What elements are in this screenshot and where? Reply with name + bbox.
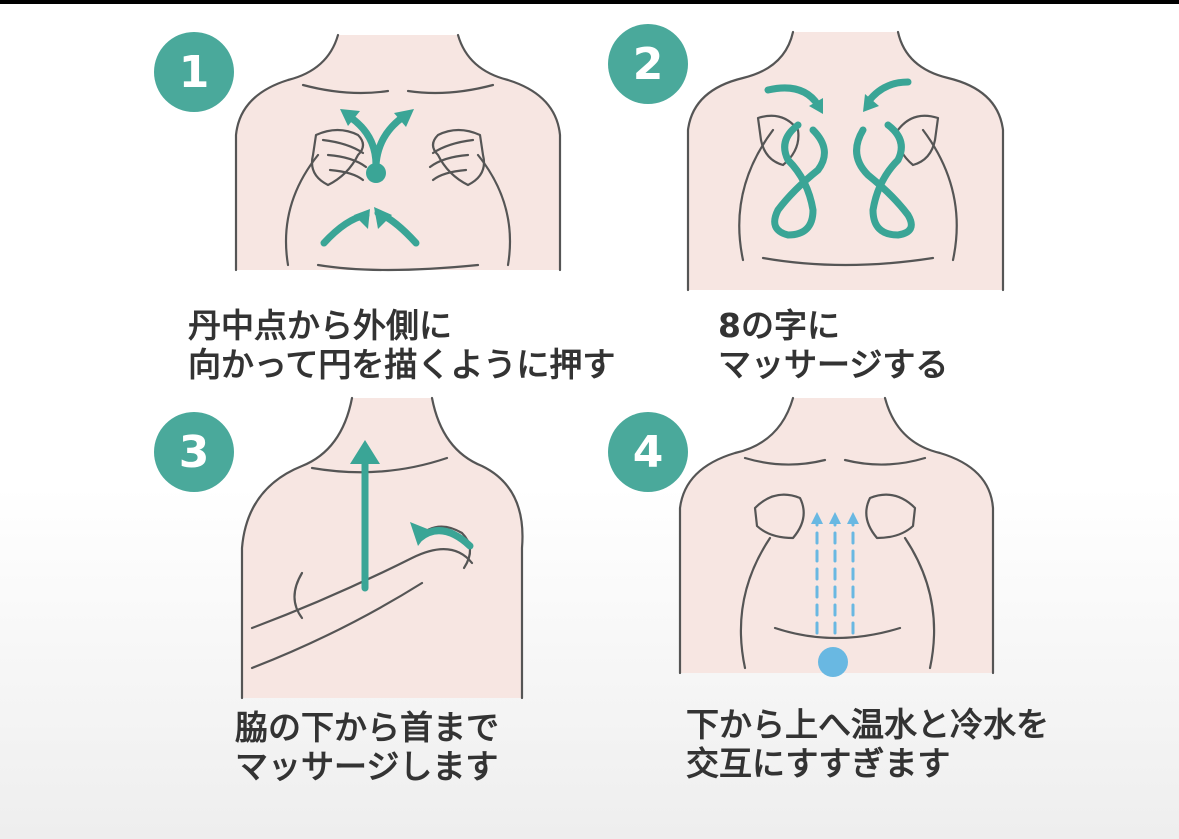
step-2-illustration (686, 30, 1005, 292)
step-1-illustration (234, 33, 562, 272)
step-2-number: 2 (632, 38, 664, 90)
top-border (0, 0, 1179, 4)
step-4-number: 4 (632, 426, 664, 478)
step-1-number: 1 (178, 46, 210, 98)
water-flow-arrows (811, 512, 859, 635)
step-2-caption-line-2: マッサージする (718, 345, 949, 384)
step-3-number-badge: 3 (154, 412, 234, 492)
step-1-caption-line-1: 丹中点から外側に (188, 306, 452, 345)
step-4-caption: 下から上へ温水と冷水を 交互にすすぎます (686, 705, 1049, 783)
step-3-caption-line-2: マッサージします (235, 747, 499, 786)
step-3-caption: 脇の下から首まで マッサージします (235, 708, 499, 786)
step-2-caption-line-1: 8の字に (718, 306, 840, 345)
step-1-caption-line-2: 向かって円を描くように押す (188, 345, 616, 384)
step-4-number-badge: 4 (608, 412, 688, 492)
step-1-number-badge: 1 (154, 32, 234, 112)
step-3-number: 3 (178, 426, 210, 478)
water-source-dot (818, 647, 848, 677)
step-2-caption: 8の字に マッサージする (718, 306, 948, 384)
step-4-illustration (678, 396, 995, 677)
step-2-number-badge: 2 (608, 24, 688, 104)
step-4-caption-line-1: 下から上へ温水と冷水を (686, 705, 1049, 744)
step-1-caption: 丹中点から外側に 向かって円を描くように押す (188, 306, 615, 384)
step-3-caption-line-1: 脇の下から首まで (235, 708, 499, 747)
step-4-caption-line-2: 交互にすすぎます (686, 744, 951, 783)
step-3-illustration (240, 396, 524, 700)
